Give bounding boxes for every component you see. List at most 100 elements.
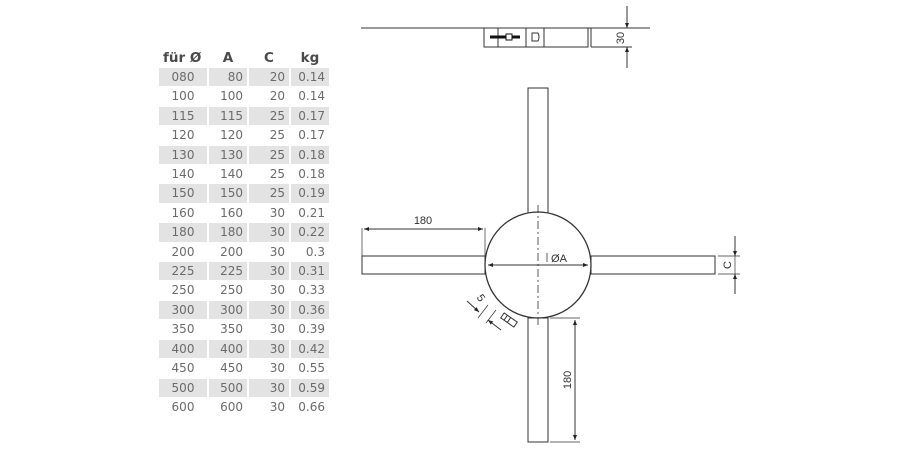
clamp-band [543, 27, 589, 48]
cell-diameter: 500 [159, 378, 207, 397]
cell-kg: 0.66 [298, 399, 325, 414]
cell-a: 120 [220, 128, 243, 143]
cell-a: 300 [209, 300, 247, 320]
cell-a: 600 [220, 399, 243, 414]
cell-c: 30 [269, 399, 285, 414]
cell-c: 30 [269, 244, 285, 259]
cell-kg: 0.17 [291, 106, 329, 126]
cell-a: 500 [209, 378, 247, 397]
arm-left [361, 255, 486, 275]
gap-label: 5 [474, 292, 487, 304]
top-view [361, 87, 740, 443]
cell-kg: 0.22 [291, 223, 329, 242]
cell-kg: 0.14 [298, 89, 325, 104]
cell-kg: 0.59 [291, 378, 329, 397]
cell-c: 25 [269, 128, 285, 143]
cell-a: 100 [220, 89, 243, 104]
header-a: A [222, 50, 234, 66]
cell-diameter: 130 [159, 145, 207, 165]
cell-diameter: 450 [171, 361, 195, 376]
cell-kg: 0.21 [298, 205, 325, 220]
cell-c: 30 [269, 361, 285, 376]
arm-right [590, 255, 716, 275]
cell-a: 80 [209, 68, 247, 87]
cell-a: 250 [220, 283, 243, 298]
table-row: 160 160 30 0.21 [159, 204, 329, 222]
cell-diameter: 160 [171, 205, 195, 220]
cell-c: 20 [269, 89, 285, 104]
cell-a: 200 [220, 244, 243, 259]
cell-kg: 0.31 [291, 262, 329, 281]
cell-kg: 0.36 [291, 300, 329, 320]
screw-head-icon [505, 33, 513, 41]
cell-diameter: 115 [159, 106, 207, 126]
cell-c: 25 [249, 145, 289, 165]
cell-kg: 0.3 [305, 244, 325, 259]
cell-diameter: 180 [159, 223, 207, 242]
height-dim-label: 30 [615, 32, 627, 44]
cell-diameter: 600 [171, 399, 195, 414]
cell-diameter: 140 [171, 167, 195, 182]
cell-c: 25 [249, 184, 289, 203]
cell-kg: 0.33 [298, 283, 325, 298]
arm-bottom [527, 317, 549, 443]
table-header-row: für Ø A C kg [159, 49, 329, 67]
cell-diameter: 400 [159, 339, 207, 359]
cell-diameter: 225 [159, 262, 207, 281]
cell-c: 20 [249, 68, 289, 87]
clamp-block-nut [525, 27, 545, 48]
table-row: 600 600 30 0.66 [159, 398, 329, 416]
cell-a: 115 [209, 106, 247, 126]
gap-arrow-2 [487, 319, 502, 331]
cell-kg: 0.18 [291, 145, 329, 165]
cell-a: 400 [209, 339, 247, 359]
cell-c: 30 [269, 322, 285, 337]
cell-diameter: 150 [159, 184, 207, 203]
inner-diameter-label: ØA [551, 253, 568, 265]
header-c: C [264, 50, 274, 66]
cell-c: 25 [269, 167, 285, 182]
cell-diameter: 120 [171, 128, 195, 143]
cell-a: 140 [220, 167, 243, 182]
cell-c: 30 [249, 378, 289, 397]
cell-diameter: 080 [159, 68, 207, 87]
cell-c: 30 [249, 300, 289, 320]
arm-top [527, 87, 549, 214]
nut-icon [531, 32, 540, 42]
cell-diameter: 300 [159, 300, 207, 320]
clamp-screw-detail [500, 312, 518, 328]
cell-c: 30 [249, 262, 289, 281]
cell-diameter: 350 [171, 322, 195, 337]
cell-a: 160 [220, 205, 243, 220]
cell-a: 225 [209, 262, 247, 281]
bottom-arm-length-label: 180 [562, 371, 574, 389]
arm-width-label: C [722, 261, 734, 269]
cell-c: 30 [269, 205, 285, 220]
header-kg: kg [300, 50, 320, 66]
cell-c: 25 [249, 106, 289, 126]
cell-kg: 0.14 [291, 68, 329, 87]
gap-ext-line-2 [485, 309, 497, 324]
cell-c: 30 [249, 339, 289, 359]
cell-kg: 0.55 [298, 361, 325, 376]
cell-diameter: 100 [171, 89, 195, 104]
cell-kg: 0.19 [291, 184, 329, 203]
table-row: 100 100 20 0.14 [159, 87, 329, 105]
